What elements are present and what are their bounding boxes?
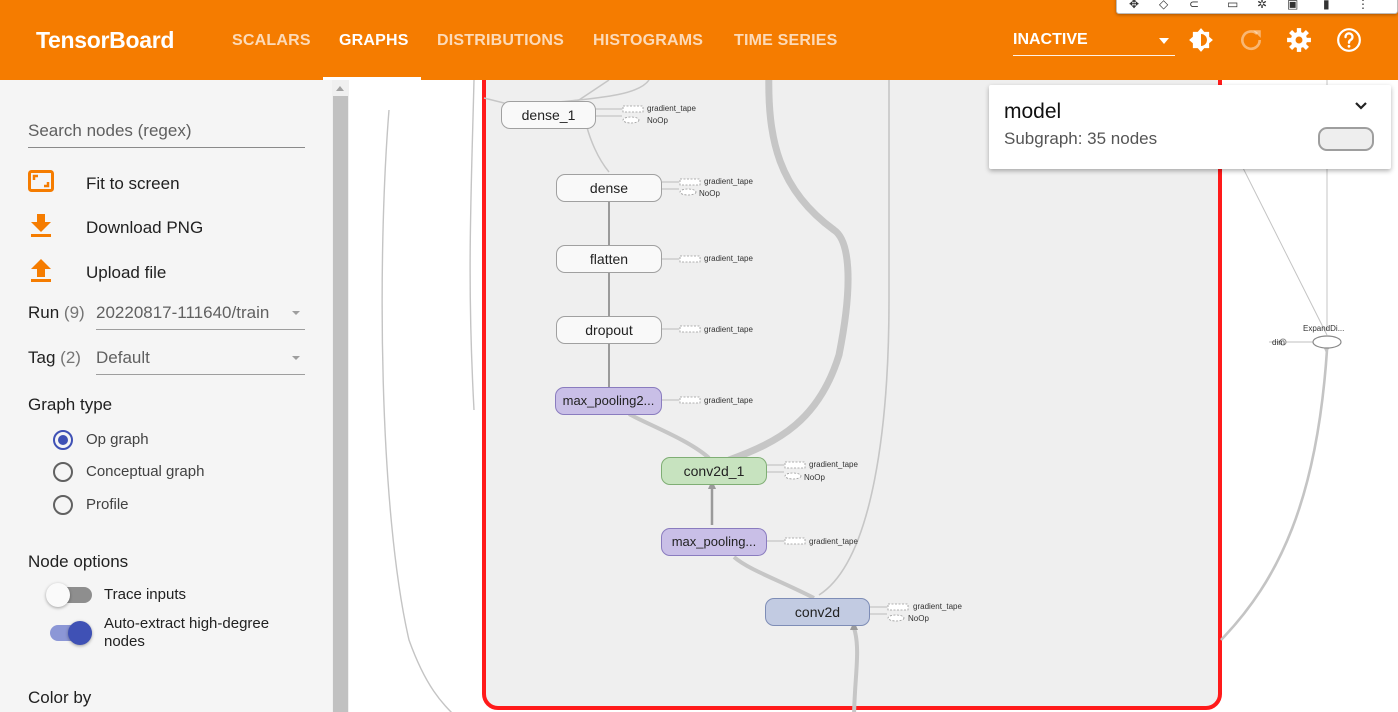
app-title: TensorBoard <box>36 27 175 53</box>
node-port-label: NoOp <box>647 116 668 125</box>
toolbar-tool-icon[interactable]: ✲ <box>1257 0 1268 11</box>
brightness-icon[interactable] <box>1188 27 1214 53</box>
download-icon <box>31 214 51 237</box>
run-count: (9) <box>63 303 85 322</box>
node-port-label: gradient_tape <box>809 460 858 469</box>
radio-op-graph[interactable] <box>53 430 73 450</box>
node-port-label: NoOp <box>908 614 929 623</box>
refresh-icon[interactable] <box>1238 27 1264 53</box>
graph-node-max-pooling2d[interactable]: max_pooling... <box>661 528 767 556</box>
graph-type-title: Graph type <box>28 395 113 414</box>
status-select[interactable]: INACTIVE <box>1013 26 1175 56</box>
radio-profile[interactable] <box>53 495 73 515</box>
search-placeholder: Search nodes (regex) <box>28 121 192 140</box>
active-tab-indicator <box>323 77 421 80</box>
status-select-value: INACTIVE <box>1013 31 1088 48</box>
tag-count: (2) <box>60 348 81 367</box>
toolbar-tool-icon[interactable]: ▮ <box>1323 0 1330 11</box>
tag-select-value: Default <box>96 348 150 367</box>
toolbar-tool-icon[interactable]: ✥ <box>1129 0 1140 11</box>
tab-scalars[interactable]: SCALARS <box>232 32 311 49</box>
graph-node-dropout[interactable]: dropout <box>556 316 662 344</box>
tag-select[interactable]: Tag (2) Default <box>28 343 305 375</box>
run-select[interactable]: Run (9) 20220817-111640/train <box>28 298 305 330</box>
graph-node-max-pooling2d-1[interactable]: max_pooling2... <box>555 387 662 415</box>
sidebar-scrollbar-thumb[interactable] <box>333 96 348 712</box>
toolbar-tool-icon[interactable]: ⊂ <box>1189 0 1200 11</box>
toolbar-tool-icon[interactable]: ▭ <box>1227 0 1239 11</box>
radio-conceptual-graph[interactable] <box>53 462 73 482</box>
expand-dims-label: ExpandDi... <box>1303 324 1345 333</box>
toolbar-tool-icon[interactable]: ◇ <box>1159 0 1169 11</box>
download-png-label: Download PNG <box>86 218 204 237</box>
chevron-down-icon <box>292 311 300 315</box>
tab-histograms[interactable]: HISTOGRAMS <box>593 32 704 49</box>
radio-profile-label: Profile <box>86 496 129 513</box>
radio-op-graph-label: Op graph <box>86 431 149 448</box>
node-info-card: model Subgraph: 35 nodes <box>989 85 1391 169</box>
tab-graphs[interactable]: GRAPHS <box>339 32 409 49</box>
graph-node-dense[interactable]: dense <box>556 174 662 202</box>
trace-inputs-label: Trace inputs <box>104 586 186 603</box>
node-port-label: gradient_tape <box>704 254 753 263</box>
tab-time-series[interactable]: TIME SERIES <box>734 32 838 49</box>
upload-icon <box>31 259 51 282</box>
graph-node-flatten[interactable]: flatten <box>556 245 662 273</box>
node-port-label: gradient_tape <box>704 396 753 405</box>
run-select-value: 20220817-111640/train <box>96 303 270 322</box>
graph-node-conv2d[interactable]: conv2d <box>765 598 870 626</box>
expand-dims-node-shape[interactable] <box>1312 335 1342 349</box>
node-port-label: NoOp <box>804 473 825 482</box>
settings-icon[interactable] <box>1286 27 1312 53</box>
auto-extract-label: Auto-extract high-degree nodes <box>104 615 270 650</box>
chevron-down-icon <box>292 356 300 360</box>
node-port-label: gradient_tape <box>809 537 858 546</box>
fit-to-screen-label: Fit to screen <box>86 174 180 193</box>
help-icon[interactable] <box>1336 27 1362 53</box>
info-card-title: model <box>1004 100 1062 123</box>
graph-node-dense-1[interactable]: dense_1 <box>501 101 596 129</box>
chevron-down-icon <box>1159 38 1169 44</box>
scroll-up-icon[interactable] <box>336 86 344 91</box>
tab-distributions[interactable]: DISTRIBUTIONS <box>437 32 565 49</box>
tag-label: Tag <box>28 348 56 367</box>
toolbar-tool-icon[interactable]: ⋮ <box>1357 0 1369 11</box>
node-port-label: gradient_tape <box>913 602 962 611</box>
upload-file-label: Upload file <box>86 263 167 282</box>
fit-screen-icon <box>28 170 54 192</box>
graph-node-conv2d-1[interactable]: conv2d_1 <box>661 457 767 485</box>
info-card-node-shape <box>1318 127 1374 151</box>
node-port-label: gradient_tape <box>704 325 753 334</box>
search-input[interactable]: Search nodes (regex) <box>28 112 305 148</box>
graph-edges <box>381 80 1342 712</box>
node-port-label: gradient_tape <box>647 104 696 113</box>
node-options-title: Node options <box>28 552 129 571</box>
node-port-label: NoOp <box>699 189 720 198</box>
expand-dims-input-label: dim <box>1272 338 1285 347</box>
color-by-title: Color by <box>28 688 92 707</box>
floating-toolbar: ✥ ◇ ⊂ ▭ ✲ ▣ ▮ ⋮ <box>1116 0 1398 14</box>
info-card-subtitle: Subgraph: 35 nodes <box>1004 129 1158 148</box>
toolbar-tool-icon[interactable]: ▣ <box>1287 0 1299 11</box>
graph-canvas[interactable]: dense_1 gradient_tape NoOp dense gradien… <box>349 80 1398 712</box>
radio-conceptual-graph-label: Conceptual graph <box>86 463 205 480</box>
chevron-down-icon[interactable] <box>1354 101 1368 111</box>
run-label: Run <box>28 303 60 322</box>
node-port-label: gradient_tape <box>704 177 753 186</box>
